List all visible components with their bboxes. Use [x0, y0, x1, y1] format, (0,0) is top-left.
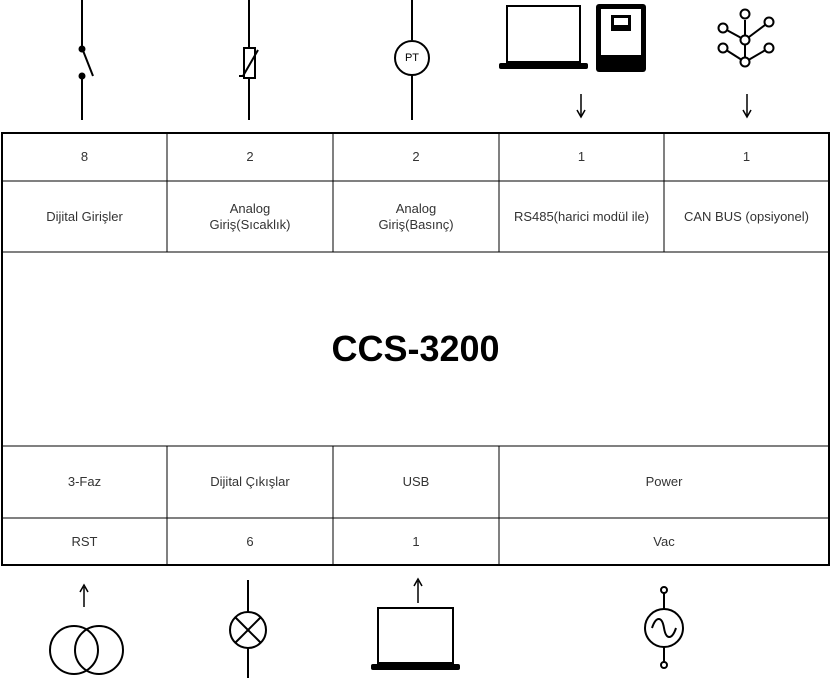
arrow-down-icon — [576, 94, 586, 119]
pt-symbol-label: PT — [404, 52, 420, 64]
device-title: CCS-3200 — [331, 328, 500, 369]
arrow-up-icon — [413, 577, 423, 603]
device-frame — [1, 132, 830, 566]
label-digital-outputs: Dijital Çıkışlar — [210, 474, 290, 489]
value-power: Vac — [653, 533, 675, 549]
label-three-phase: 3-Faz — [67, 474, 102, 489]
arrow-down-icon — [742, 94, 752, 119]
value-digital-outputs: 6 — [246, 533, 254, 549]
usb-laptop-icon — [371, 607, 460, 670]
pressure-transmitter-icon — [394, 0, 430, 120]
thermistor-icon — [239, 0, 259, 120]
switch-icon — [78, 0, 94, 120]
value-usb: 1 — [412, 533, 420, 549]
arrow-up-icon — [79, 583, 89, 607]
label-digital-inputs: Dijital Girişler — [46, 208, 123, 224]
count-analog-temperature: 2 — [246, 149, 254, 164]
label-analog-temperature: Analog Giriş(Sıcaklık) — [209, 200, 291, 232]
controller-device-icon — [596, 4, 646, 72]
label-rs485: RS485(harici modül ile) — [513, 208, 650, 224]
count-analog-pressure: 2 — [412, 149, 420, 164]
label-analog-pressure: Analog Giriş(Basınç) — [378, 200, 454, 232]
count-rs485: 1 — [577, 149, 586, 164]
count-can-bus: 1 — [742, 149, 751, 164]
count-digital-inputs: 8 — [80, 149, 89, 164]
label-power: Power — [645, 474, 683, 489]
laptop-icon — [499, 5, 588, 69]
label-usb: USB — [402, 474, 430, 489]
lamp-icon — [229, 580, 267, 678]
transformer-icon — [49, 625, 124, 675]
label-can-bus: CAN BUS (opsiyonel) — [684, 208, 809, 224]
value-three-phase: RST — [71, 533, 98, 549]
ac-source-icon — [644, 586, 684, 669]
network-tree-icon — [717, 8, 775, 68]
